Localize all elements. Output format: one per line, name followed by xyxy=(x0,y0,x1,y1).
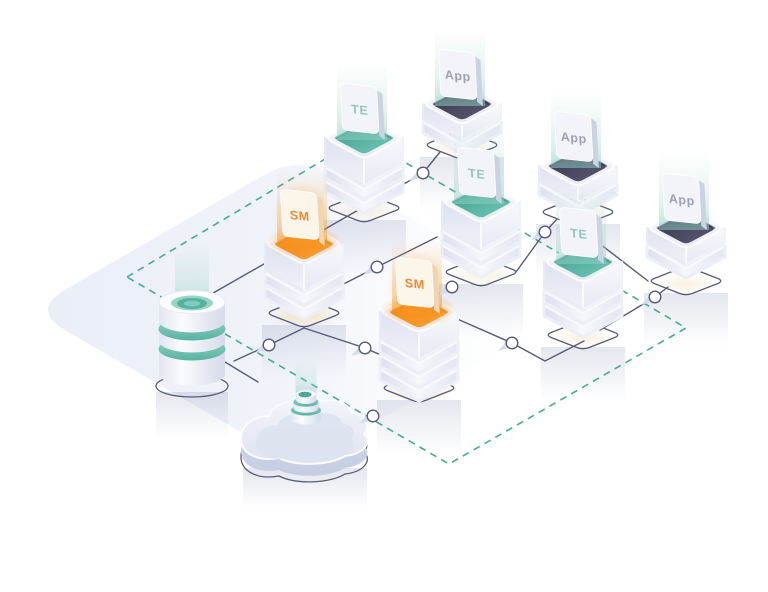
connector-dot xyxy=(416,166,430,180)
reflection xyxy=(377,400,461,454)
card-label: App xyxy=(444,68,471,85)
cloud xyxy=(239,360,369,483)
card-label: TE xyxy=(351,102,369,118)
plate-groove-highlight xyxy=(647,246,725,270)
container-app-2: App xyxy=(537,92,619,218)
connector-layer xyxy=(255,166,662,424)
container-te-2: TE xyxy=(440,128,522,279)
service-card-te: TE xyxy=(340,83,385,140)
connector-dot xyxy=(505,336,519,350)
connector-node xyxy=(498,336,519,351)
service-card-sm: SM xyxy=(395,257,440,314)
plate-groove-highlight xyxy=(380,341,458,365)
service-card-app: App xyxy=(554,111,599,168)
cloud-top-inset xyxy=(255,413,355,463)
connector-node xyxy=(531,225,552,240)
card-face xyxy=(662,173,702,224)
container-app-1: App xyxy=(421,30,503,156)
connector-node xyxy=(255,338,276,353)
card-label: SM xyxy=(289,208,310,224)
db-reflection xyxy=(156,392,228,438)
connector-dot xyxy=(366,409,380,423)
cloud-funnel-beam xyxy=(295,360,317,394)
card-face xyxy=(559,207,599,258)
connector-dot xyxy=(538,225,552,239)
plate-groove-highlight xyxy=(265,273,343,297)
connector-node xyxy=(359,409,380,424)
plate-groove-highlight xyxy=(325,167,403,191)
plate-groove-highlight xyxy=(442,231,520,255)
card-face xyxy=(457,147,497,198)
card-label: App xyxy=(560,130,587,147)
service-card-sm: SM xyxy=(280,189,325,246)
db-funnel-center xyxy=(184,300,200,307)
reflection xyxy=(541,347,625,401)
container-sm-2: SM xyxy=(378,238,460,403)
card-face xyxy=(280,189,320,240)
container-app-3: App xyxy=(645,154,727,280)
card-label: App xyxy=(668,192,695,209)
card-face xyxy=(395,257,435,308)
connector-node xyxy=(351,341,372,356)
service-card-app: App xyxy=(438,49,483,106)
connector-dot xyxy=(262,338,276,352)
plate-groove-highlight xyxy=(325,181,403,205)
plate-groove-highlight xyxy=(265,287,343,311)
service-card-app: App xyxy=(662,173,707,230)
connector-dot xyxy=(358,341,372,355)
card-label: TE xyxy=(570,226,588,242)
database xyxy=(155,242,229,398)
connector-dot xyxy=(648,290,662,304)
link-line xyxy=(454,317,585,362)
card-face xyxy=(340,83,380,134)
service-card-te: TE xyxy=(457,147,502,204)
plate-groove-highlight xyxy=(544,305,622,329)
container-te-1: TE xyxy=(323,64,405,215)
plate-groove-highlight xyxy=(544,291,622,315)
plate-groove-highlight xyxy=(442,245,520,269)
container-sm-1: SM xyxy=(263,170,345,321)
connector-dot xyxy=(370,260,384,274)
funnel-opening xyxy=(298,391,312,398)
db-top-slab xyxy=(159,302,225,333)
container-te-3: TE xyxy=(542,188,624,339)
connector-node xyxy=(363,260,384,275)
connector-node xyxy=(438,280,459,295)
link-line xyxy=(224,361,259,383)
card-face xyxy=(554,111,594,162)
connector-node xyxy=(641,290,662,305)
plate-groove-highlight xyxy=(380,369,458,393)
connector-dot xyxy=(445,280,459,294)
card-label: TE xyxy=(468,166,486,182)
service-card-te: TE xyxy=(559,207,604,264)
connector-node xyxy=(409,166,430,181)
card-label: SM xyxy=(404,276,425,292)
card-face xyxy=(438,49,478,100)
plate-groove-highlight xyxy=(380,355,458,379)
